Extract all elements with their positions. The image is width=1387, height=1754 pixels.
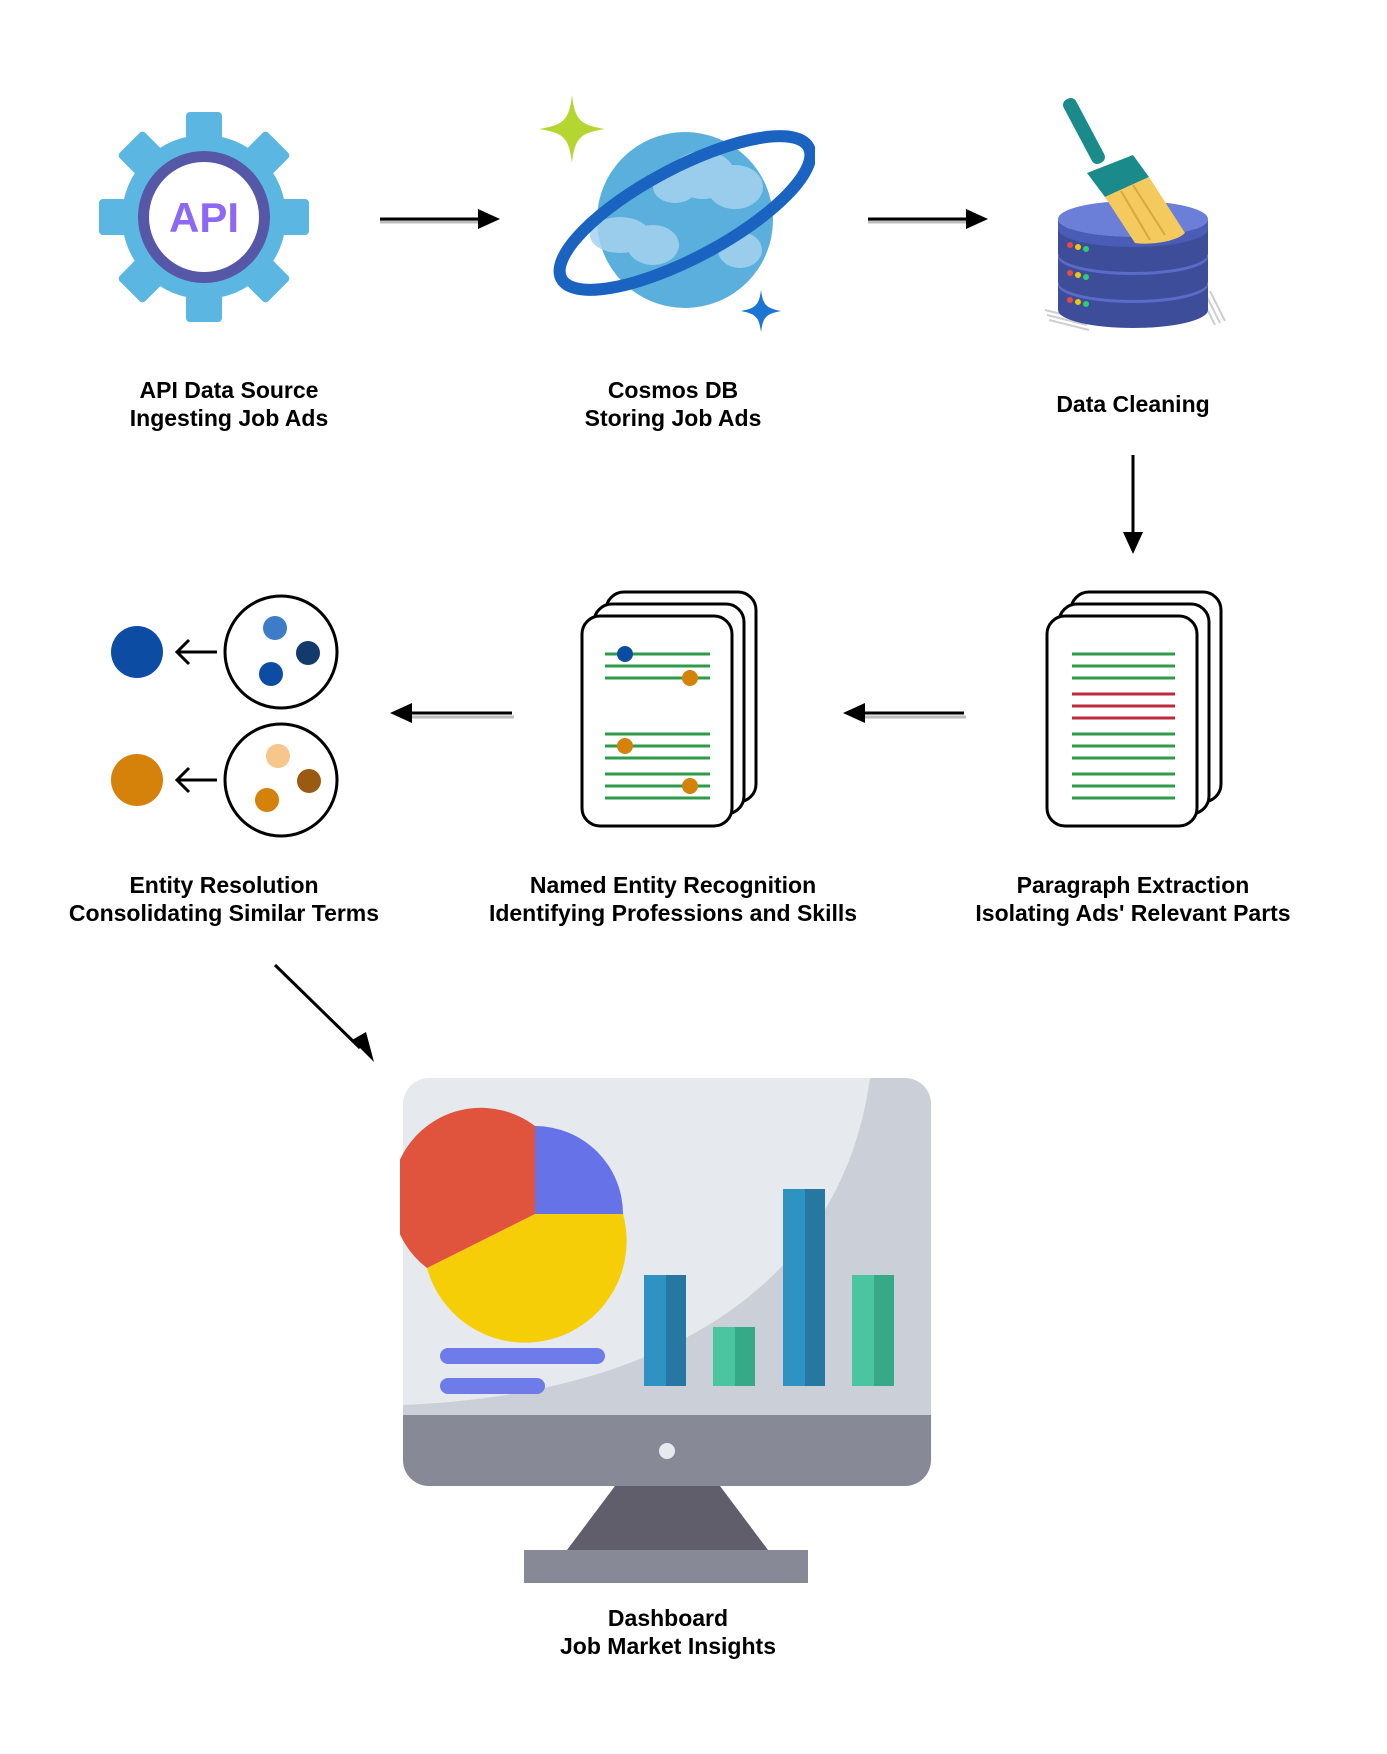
cosmos-subtitle: Storing Job Ads	[584, 405, 762, 431]
entity-marker-orange-icon	[682, 778, 698, 794]
resolved-entity-blue-icon	[111, 626, 163, 678]
resolution-title: Entity Resolution	[129, 872, 319, 898]
entity-marker-blue-icon	[617, 646, 633, 662]
ner-subtitle: Identifying Professions and Skills	[488, 900, 858, 926]
resolution-subtitle: Consolidating Similar Terms	[68, 900, 380, 926]
bar-chart-icon	[644, 1189, 894, 1386]
resolved-entity-orange-icon	[111, 754, 163, 806]
arrow-api-to-cosmos	[380, 209, 500, 229]
api-title: API Data Source	[139, 377, 319, 403]
monitor-dashboard-icon	[400, 1078, 931, 1583]
label-api-data-source: API Data Source Ingesting Job Ads	[104, 376, 354, 432]
power-button-icon	[659, 1443, 675, 1459]
paragraph-subtitle: Isolating Ads' Relevant Parts	[975, 900, 1291, 926]
blue-sparkle-icon	[741, 290, 781, 332]
arrow-ner-to-resolution	[390, 703, 514, 723]
green-sparkle-icon	[539, 95, 605, 163]
pie-chart-icon	[400, 1107, 627, 1343]
label-cosmos-db: Cosmos DB Storing Job Ads	[548, 376, 798, 432]
arrow-cleaning-to-paragraph	[1123, 455, 1143, 554]
label-named-entity-recognition: Named Entity Recognition Identifying Pro…	[473, 871, 873, 927]
label-paragraph-extraction: Paragraph Extraction Isolating Ads' Rele…	[953, 871, 1313, 927]
entity-marker-orange-icon	[682, 670, 698, 686]
api-subtitle: Ingesting Job Ads	[129, 405, 329, 431]
arrow-resolution-to-dashboard	[273, 963, 374, 1062]
entity-marker-orange-icon	[617, 738, 633, 754]
database-broom-icon	[1044, 98, 1226, 331]
cleaning-title: Data Cleaning	[1056, 391, 1210, 417]
label-entity-resolution: Entity Resolution Consolidating Similar …	[49, 871, 399, 927]
annotated-document-stack-icon	[580, 590, 758, 828]
dashboard-title: Dashboard	[607, 1605, 729, 1631]
label-dashboard: Dashboard Job Market Insights	[518, 1604, 818, 1660]
cluster-merge-icon	[111, 594, 339, 838]
ner-title: Named Entity Recognition	[529, 872, 817, 898]
document-stack-icon	[1045, 590, 1223, 828]
arrow-paragraph-to-ner	[843, 703, 966, 723]
label-data-cleaning: Data Cleaning	[1008, 390, 1258, 418]
api-badge-text: API	[169, 194, 239, 241]
dashboard-subtitle: Job Market Insights	[560, 1633, 776, 1659]
paragraph-title: Paragraph Extraction	[1016, 872, 1250, 898]
cosmos-title: Cosmos DB	[607, 377, 739, 403]
api-gear-icon: API	[99, 112, 309, 322]
cosmos-db-planet-icon	[539, 95, 815, 332]
arrow-cosmos-to-cleaning	[868, 209, 988, 229]
